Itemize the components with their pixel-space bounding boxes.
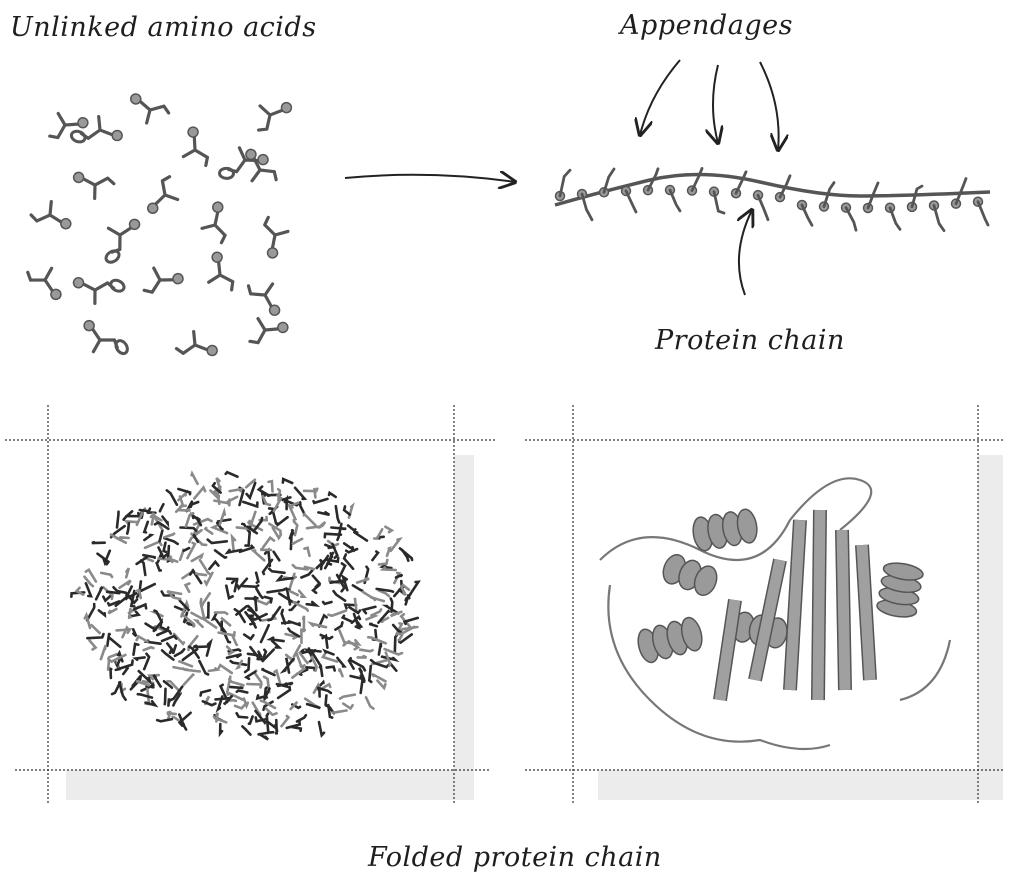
beta-strand <box>818 510 820 700</box>
unlinked-amino-acids <box>26 86 296 368</box>
chain-residue <box>974 197 989 225</box>
amino-acid <box>206 251 234 292</box>
amino-acid <box>251 96 296 132</box>
amino-acid <box>247 275 287 321</box>
amino-acid <box>69 164 115 204</box>
appendage-arrow <box>640 60 680 135</box>
amino-acid <box>69 263 126 312</box>
amino-acid <box>92 212 149 264</box>
amino-acid <box>125 86 170 130</box>
appendage-arrow <box>713 65 718 143</box>
amino-acid <box>26 260 68 306</box>
protein-chain-arrow <box>739 210 752 295</box>
amino-acid <box>219 147 268 180</box>
amino-acid <box>70 110 126 156</box>
amino-acid <box>239 144 278 190</box>
beta-strand <box>790 520 800 690</box>
amino-acid <box>144 268 183 293</box>
chain-residue <box>930 201 945 231</box>
chain-residue <box>842 203 857 230</box>
beta-strand <box>842 530 845 690</box>
transition-arrow <box>345 175 515 182</box>
appendage-arrows <box>640 60 779 150</box>
chain-residue <box>688 168 703 195</box>
chain-residue <box>908 186 923 211</box>
amino-acid <box>200 200 232 243</box>
chain-residue <box>820 183 835 211</box>
chain-residue <box>600 169 615 197</box>
amino-acid <box>176 328 221 364</box>
left-frame <box>5 405 495 805</box>
chain-residue <box>556 170 571 200</box>
amino-acid <box>182 126 208 166</box>
appendage-arrow <box>760 62 779 150</box>
chain-residue <box>710 187 725 213</box>
amino-acid <box>77 310 130 367</box>
beta-strand <box>862 545 870 680</box>
chain-residue <box>798 201 813 226</box>
amino-acid <box>248 316 289 343</box>
amino-acid <box>259 217 290 260</box>
amino-acid <box>30 196 76 237</box>
chain-residue <box>622 186 637 212</box>
chain-residue <box>666 186 681 211</box>
alpha-helix <box>876 560 925 619</box>
amino-acid <box>140 175 185 219</box>
protein-chain <box>555 168 990 230</box>
chain-residue <box>886 203 901 229</box>
chain-residue <box>754 191 769 220</box>
